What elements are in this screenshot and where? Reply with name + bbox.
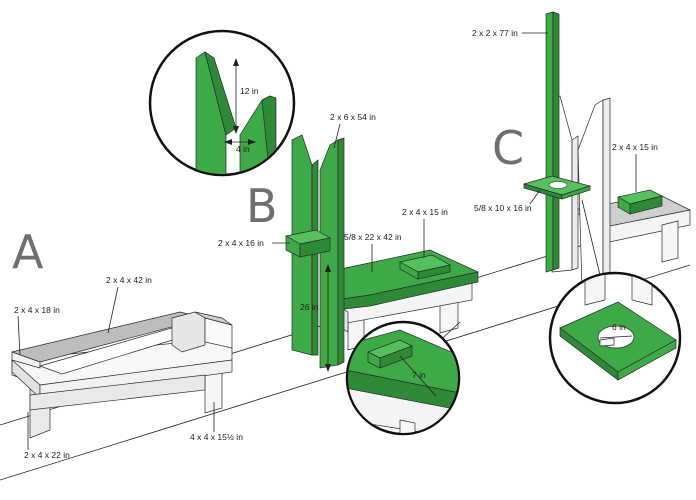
notch-left-board [195,51,227,174]
label-b-2x4x15: 2 x 4 x 15 in [402,207,448,217]
label-b-seat: 5/8 x 22 x 42 in [344,232,402,242]
dim-6in-line [599,335,633,339]
stage-a-letter: A [12,225,44,279]
seat-block-end [399,261,419,280]
label-c-2x4x15: 2 x 4 x 15 in [612,142,658,152]
label-b-26in: 26 in [300,302,319,312]
back-rail-end [11,351,41,369]
label-b-4in: 4 in [236,144,250,154]
label-c-shelf: 5/8 x 10 x 16 in [474,203,532,213]
label-b-2x6x54: 2 x 6 x 54 in [330,112,376,122]
detail-shelf-hole: 6 in [548,199,682,405]
label-a-2x4x18: 2 x 4 x 18 in [14,305,60,315]
dim-7in-line [399,355,437,397]
detail-upright-notch: 12 in 4 in [148,29,296,177]
c-block-end [617,196,631,215]
label-b-2x4x16: 2 x 4 x 16 in [218,238,264,248]
stage-b-bench [285,134,480,372]
detail-seat-edge: 7 in [345,320,461,436]
c-tall-post-side [552,11,560,271]
c-upright-right-side [602,97,611,286]
upright-right-side [337,137,345,366]
label-a-2x4x42: 2 x 4 x 42 in [106,275,152,285]
c-upright-left-side [571,135,579,271]
right-end-block [171,311,206,353]
bottom-stretcher [29,374,206,411]
shelf-detail-post-right [631,274,653,306]
label-b-7in: 7 in [412,370,426,380]
c-seat-leg [661,220,679,263]
crosspiece-face [299,237,331,258]
shelf-detail-side [617,339,677,381]
c-shelf-side [561,185,591,200]
label-c-6in: 6 in [612,322,626,332]
stage-a-labels: A 2 x 4 x 18 in 2 x 4 x 42 in 4 x 4 x 15… [12,225,243,460]
shelf-detail-post-through [599,337,615,347]
upright-right [319,139,339,369]
stage-b-labels: B 2 x 6 x 54 in 2 x 4 x 16 in 5/8 x 22 x… [218,112,448,312]
label-c-2x2x77: 2 x 2 x 77 in [472,28,518,38]
upright-left-side [311,159,319,356]
seat-detail-top [348,329,458,396]
label-a-2x4x22: 2 x 4 x 22 in [24,450,70,460]
c-tall-post [545,11,554,273]
stage-b-letter: B [246,179,278,233]
stage-c-labels: C 2 x 2 x 77 in 5/8 x 10 x 16 in 2 x 4 x… [472,28,658,213]
stage-c-bench [522,11,692,289]
c-upright-right [577,99,604,289]
right-end-top [194,311,233,326]
seat-detail-leg [399,419,416,433]
seat-detail-block-end [367,351,381,369]
stage-c-letter: C [492,121,524,175]
label-b-12in: 12 in [240,86,259,96]
label-a-4x4: 4 x 4 x 15½ in [190,432,243,442]
seat-detail-edge [348,369,458,413]
stage-a-frame [10,311,233,439]
c-shelf-hole [548,181,568,189]
